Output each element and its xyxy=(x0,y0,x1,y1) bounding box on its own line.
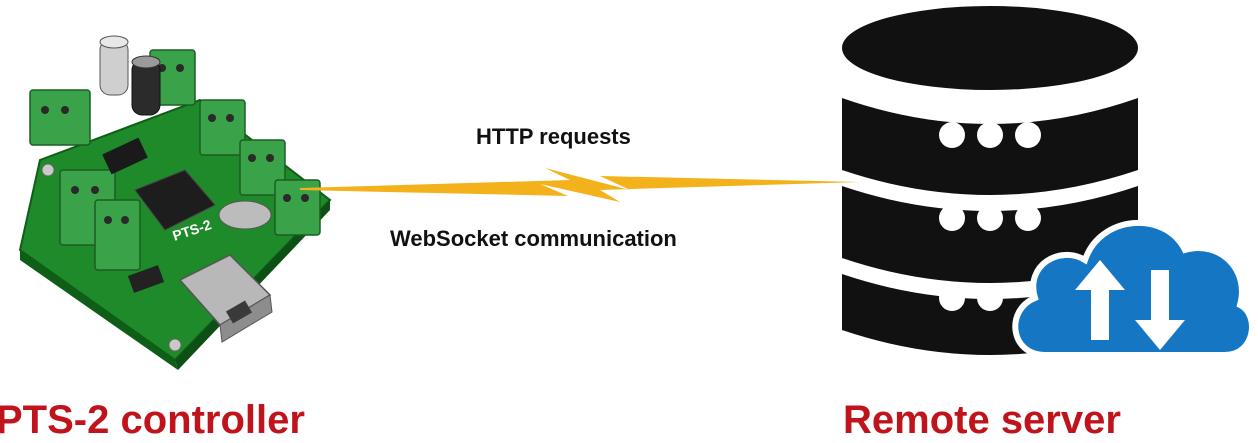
cloud-sync-icon xyxy=(1012,219,1255,358)
websocket-communication-label: WebSocket communication xyxy=(390,226,677,251)
controller-board-icon xyxy=(18,35,332,370)
lightning-link-icon xyxy=(300,168,860,202)
server-caption: Remote server xyxy=(843,398,1121,442)
http-requests-label: HTTP requests xyxy=(476,124,631,149)
controller-caption: PTS-2 controller xyxy=(0,398,305,442)
